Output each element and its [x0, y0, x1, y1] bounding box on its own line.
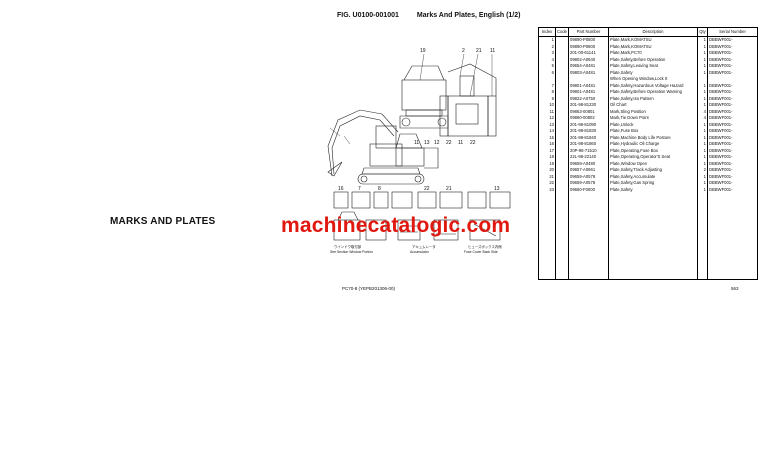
- cell-desc: Plate,Safety: [609, 186, 698, 193]
- cell-sn: DBBWF001-: [709, 95, 733, 101]
- callout-plate-3: 8: [378, 186, 381, 192]
- callout-mid-2: 13: [424, 140, 430, 146]
- figure-header: FIG. U0100-001001 Marks And Plates, Engli…: [337, 12, 520, 19]
- cell-sn: DBBWF001-: [709, 173, 733, 179]
- cell-sn: DBBWF001-: [709, 154, 733, 159]
- cell-index: 23: [539, 186, 556, 193]
- header-part-number: Part Number: [569, 28, 609, 36]
- cell-sn: DBBWF001-: [709, 128, 733, 133]
- cell-pn: 09660-F0000: [569, 186, 609, 193]
- callout-plate-2: 7: [358, 186, 361, 192]
- figure-title: Marks And Plates, English (1/2): [416, 12, 521, 19]
- excavator-top-view: [439, 75, 497, 137]
- excavator-side-view: [327, 109, 425, 185]
- cell-sn: DBBWF001-: [709, 69, 733, 75]
- table-header: Index Code Part Number Description Qty S…: [539, 28, 757, 37]
- section-label: MARKS AND PLATES: [110, 216, 216, 227]
- caption-2-jp: アキュムレータ: [412, 244, 436, 249]
- lower-details: [333, 211, 501, 241]
- caption-3-en: Fuse Cover Back Side: [464, 250, 498, 254]
- parts-table: Index Code Part Number Description Qty S…: [538, 27, 758, 280]
- callout-plate-5: 21: [446, 186, 452, 192]
- parts-drawing: 19 2 21 11 11 13 12 22 11 22 16 7 8 22 2…: [327, 48, 511, 254]
- cell-sn: DBBWF001-: [709, 50, 733, 55]
- footer-model: PC70-8 (YEPB201306-00): [342, 286, 396, 291]
- callout-mid-4: 22: [446, 140, 452, 146]
- callout-mid-6: 22: [470, 140, 476, 146]
- header-qty: Qty: [698, 28, 708, 36]
- cab-detail-view: [395, 133, 439, 169]
- cell-sn: DBBWF001-: [709, 180, 733, 185]
- cell-sn: DBBWF001-: [709, 37, 733, 42]
- cell-sn: DBBWF001-: [709, 82, 733, 88]
- cell-sn: DBBWF001-: [709, 167, 733, 172]
- cell-sn: DBBWF001-: [709, 108, 733, 114]
- cell-sn: DBBWF001-: [709, 147, 733, 153]
- cell-sn: DBBWF001-: [709, 63, 733, 68]
- cell-code: [556, 186, 569, 193]
- header-code: Code: [557, 28, 569, 36]
- cell-sn: DBBWF001-: [709, 115, 733, 120]
- caption-1-en: See Section Window Portion: [330, 250, 373, 254]
- footer-page-number: 563: [731, 286, 739, 291]
- cell-sn: DBBWF001-: [709, 89, 733, 94]
- cell-sn: DBBWF001-: [709, 121, 733, 127]
- cell-sn: DBBWF001-: [709, 160, 733, 166]
- plate-thumbnails: [333, 191, 511, 209]
- callout-top-3: 21: [476, 48, 482, 54]
- caption-3-jp: ヒューズボックス内側: [468, 244, 502, 249]
- figure-id: FIG. U0100-001001: [337, 12, 399, 19]
- callout-plate-1: 16: [338, 186, 344, 192]
- cell-sn: DBBWF001-: [709, 134, 733, 140]
- cell-qty: 1: [698, 186, 708, 193]
- callout-mid-5: 11: [458, 140, 463, 146]
- callout-top-1: 19: [420, 48, 426, 54]
- header-description: Description: [609, 28, 698, 36]
- callout-top-4: 11: [490, 48, 495, 54]
- callout-mid-1: 11: [414, 140, 419, 146]
- cell-sn: DBBWF001-: [709, 43, 733, 49]
- caption-1-jp: ウインドウ取付部: [334, 244, 362, 249]
- callout-plate-6: 13: [494, 186, 500, 192]
- caption-2-en: Accumulator: [410, 250, 430, 254]
- watermark: machinecatalogic.com: [281, 214, 511, 237]
- header-serial: Serial Number: [719, 29, 746, 34]
- cell-sn: DBBWF001-: [709, 186, 733, 192]
- callout-mid-3: 12: [434, 140, 440, 146]
- cell-sn: DBBWF001-: [709, 56, 733, 62]
- cell-sn: DBBWF001-: [709, 102, 733, 107]
- callout-top-2: 2: [462, 48, 465, 54]
- cell-sn: DBBWF001-: [709, 141, 733, 146]
- callout-plate-4: 22: [424, 186, 430, 192]
- header-index: Index: [539, 28, 556, 36]
